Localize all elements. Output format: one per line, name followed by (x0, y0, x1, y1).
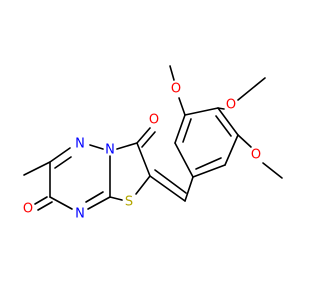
bond-s-c8a (109, 196, 123, 201)
bond-c2-s (135, 175, 151, 195)
atom-n-ring-junction: N (105, 143, 115, 158)
bond-ar-inner2 (215, 115, 232, 137)
bond-methyl (23, 161, 51, 176)
molecule-structure: O O O O O N N N S (23, 65, 283, 222)
bond-ar4-o2 (217, 107, 225, 110)
atom-o-methoxy-top: O (171, 82, 181, 97)
bond-n8-c8a-double (85, 191, 104, 203)
atom-labels: O O O O O N N N S (23, 82, 261, 222)
bond-c2-ch-double (154, 169, 187, 194)
bond-ar3-ar4 (184, 107, 219, 116)
bonds (23, 65, 283, 211)
bond-o2-me (237, 77, 266, 101)
bond-ar-inner3 (195, 157, 222, 170)
bond-c2-ch (149, 175, 186, 202)
bond-c3-c2 (136, 142, 151, 177)
bond-o3-me (262, 162, 283, 179)
bond-ar2-ar3 (174, 114, 186, 144)
bond-c3-o (136, 127, 151, 144)
molecule-canvas: O O O O O N N N S (23, 65, 283, 222)
bond-n8-c8a (87, 196, 111, 210)
bond-c6-n5-double (54, 156, 72, 169)
atom-o-carbonyl-left: O (23, 202, 33, 217)
bond-ch-aryl (184, 176, 194, 202)
atom-n-upper: N (75, 137, 85, 152)
atom-n-lower: N (75, 207, 85, 222)
bond-c6-n5 (49, 147, 71, 163)
bond-n5-n4 (89, 144, 104, 150)
bond-n4-c3 (116, 142, 138, 150)
bond-c3-o-double (141, 131, 156, 148)
bond-c7-o-double (37, 201, 53, 211)
bond-ar5-o3 (237, 134, 252, 148)
bond-c7-o (34, 196, 48, 205)
bond-o1-me (169, 65, 175, 81)
atom-o-methoxy-right: O (251, 148, 261, 163)
atom-o-methoxy-middle: O (226, 98, 236, 113)
atom-s-ring: S (125, 195, 133, 210)
bond-ar-inner1 (182, 118, 192, 143)
atom-o-carbonyl-right: O (149, 113, 159, 128)
bond-ar3-o1 (178, 97, 186, 116)
bond-ar4-ar5 (217, 107, 239, 136)
bond-ar5-ar6 (224, 134, 239, 166)
bond-ar1-ar2 (174, 142, 194, 178)
bond-c7-n8 (49, 196, 73, 210)
bond-ar6-ar1 (192, 164, 226, 178)
